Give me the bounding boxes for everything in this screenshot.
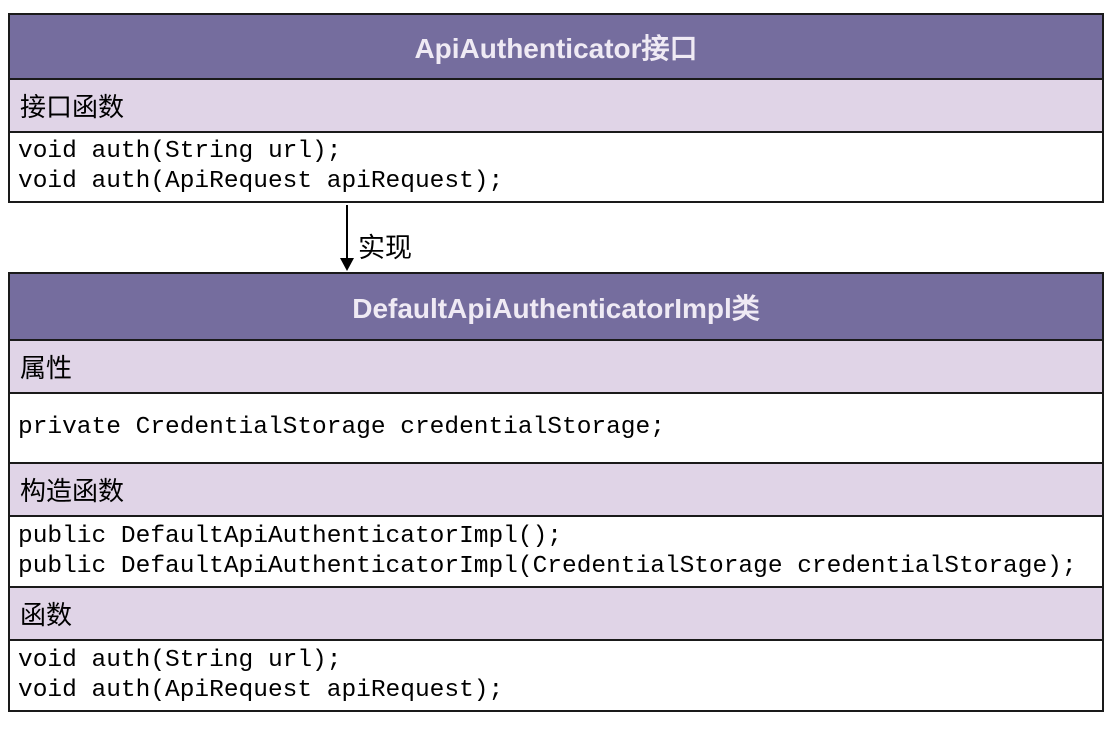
interface-title-text: ApiAuthenticator接口 xyxy=(414,32,698,64)
code-line: void auth(ApiRequest apiRequest); xyxy=(18,676,504,704)
code-line: public DefaultApiAuthenticatorImpl(); xyxy=(18,522,562,550)
implements-arrow-head-icon xyxy=(340,258,354,271)
class-section-label-attributes-text: 属性 xyxy=(20,353,73,383)
class-constructors-row: public DefaultApiAuthenticatorImpl(); pu… xyxy=(10,515,1102,586)
class-attributes-row: private CredentialStorage credentialStor… xyxy=(10,392,1102,462)
code-line: public DefaultApiAuthenticatorImpl(Crede… xyxy=(18,552,1077,580)
class-methods-row: void auth(String url); void auth(ApiRequ… xyxy=(10,639,1102,710)
implements-arrow-label: 实现 xyxy=(358,233,412,263)
implements-arrow-line xyxy=(346,205,348,259)
interface-box-title: ApiAuthenticator接口 xyxy=(10,15,1102,78)
code-line: private CredentialStorage credentialStor… xyxy=(18,414,665,441)
class-section-label-methods-text: 函数 xyxy=(20,600,73,630)
code-line: void auth(String url); xyxy=(18,646,342,674)
class-section-label-methods: 函数 xyxy=(10,586,1102,639)
class-box-title: DefaultApiAuthenticatorImpl类 xyxy=(10,274,1102,339)
class-title-text: DefaultApiAuthenticatorImpl类 xyxy=(352,292,760,324)
class-section-label-attributes: 属性 xyxy=(10,339,1102,392)
interface-section-label-text: 接口函数 xyxy=(20,92,125,122)
class-section-label-constructors: 构造函数 xyxy=(10,462,1102,515)
class-box: DefaultApiAuthenticatorImpl类 属性 private … xyxy=(8,272,1104,712)
class-section-label-constructors-text: 构造函数 xyxy=(20,476,125,506)
code-line: void auth(String url); xyxy=(18,138,342,165)
interface-box: ApiAuthenticator接口 接口函数 void auth(String… xyxy=(8,13,1104,203)
interface-methods-row: void auth(String url); void auth(ApiRequ… xyxy=(10,131,1102,201)
interface-section-label: 接口函数 xyxy=(10,78,1102,131)
code-line: void auth(ApiRequest apiRequest); xyxy=(18,168,504,195)
